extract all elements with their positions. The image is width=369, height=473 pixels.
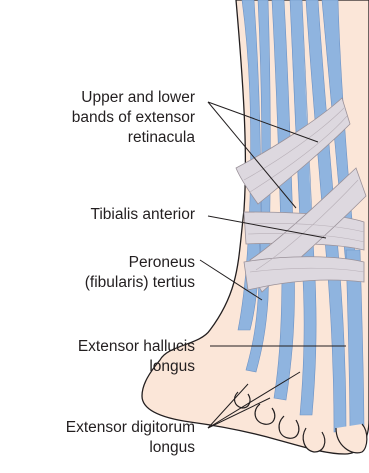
label-tibialis-anterior: Tibialis anterior — [90, 205, 195, 225]
label-extensor-digitorum-longus: Extensor digitorum longus — [66, 418, 195, 458]
label-extensor-hallucis-longus: Extensor hallucis longus — [78, 337, 195, 377]
label-peroneus-tertius: Peroneus (fibularis) tertius — [85, 253, 195, 293]
label-hallucis-line-2: longus — [78, 357, 195, 377]
label-tibialis-line-1: Tibialis anterior — [90, 205, 195, 225]
label-retinacula-line-2: bands of extensor — [72, 108, 195, 128]
label-digitorum-line-1: Extensor digitorum — [66, 418, 195, 438]
label-retinacula-line-1: Upper and lower — [72, 88, 195, 108]
label-digitorum-line-2: longus — [66, 438, 195, 458]
toe-5 — [235, 392, 250, 408]
label-peroneus-line-1: Peroneus — [85, 253, 195, 273]
label-peroneus-line-2: (fibularis) tertius — [85, 273, 195, 293]
label-hallucis-line-1: Extensor hallucis — [78, 337, 195, 357]
label-retinacula-line-3: retinacula — [72, 128, 195, 148]
label-retinacula: Upper and lower bands of extensor retina… — [72, 88, 195, 148]
